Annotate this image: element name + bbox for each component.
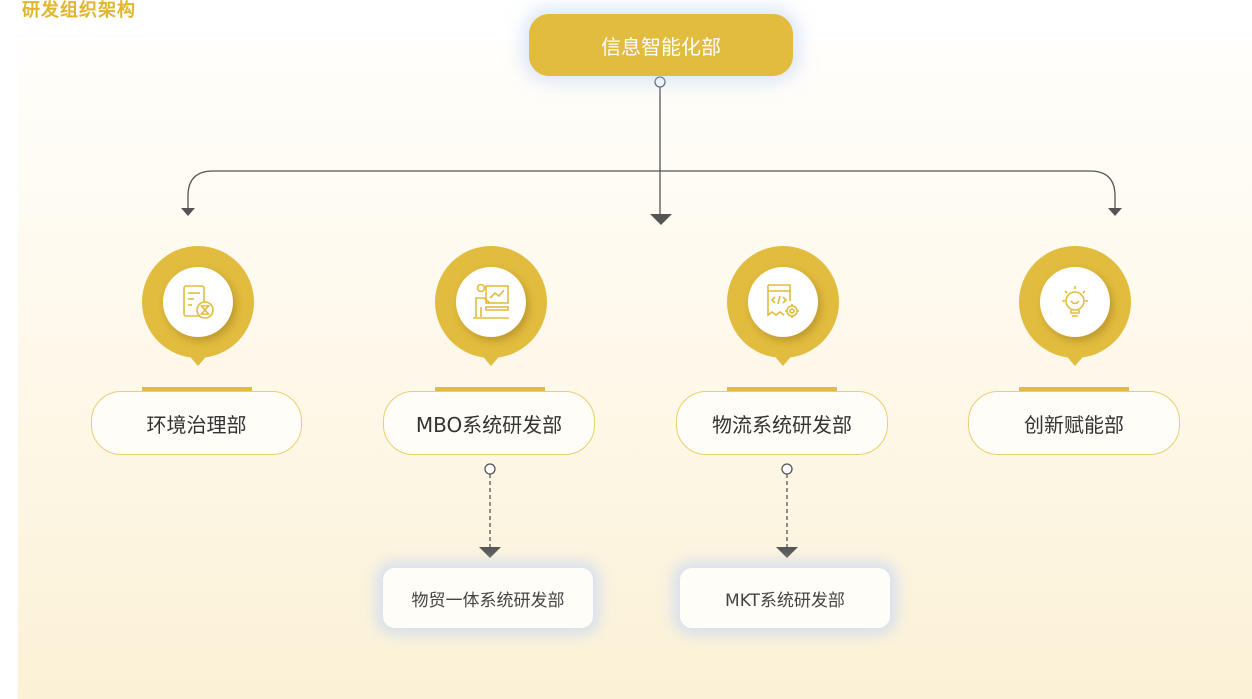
dept-innovation: 创新赋能部 (968, 391, 1180, 455)
lightbulb-icon (1040, 267, 1110, 337)
chart-background (18, 40, 1252, 699)
root-node: 信息智能化部 (529, 14, 793, 76)
left-arrow (181, 208, 195, 216)
center-arrow (650, 214, 672, 225)
dept-logistics: 物流系统研发部 (676, 391, 888, 455)
root-label: 信息智能化部 (601, 34, 721, 59)
sub-arrow-logistics (776, 547, 798, 558)
sub-dept-trade: 物贸一体系统研发部 (383, 568, 593, 628)
dept-environment: 环境治理部 (91, 391, 302, 455)
sub-arrow-mbo (479, 547, 501, 558)
dept-mbo: MBO系统研发部 (383, 391, 595, 455)
sub-dept-mkt: MKT系统研发部 (680, 568, 890, 628)
presentation-board-icon (456, 267, 526, 337)
right-arrow (1108, 208, 1122, 216)
root-connector-dot (654, 76, 666, 88)
page-title: 研发组织架构 (22, 0, 136, 21)
code-gear-icon (748, 267, 818, 337)
document-hourglass-icon (163, 267, 233, 337)
